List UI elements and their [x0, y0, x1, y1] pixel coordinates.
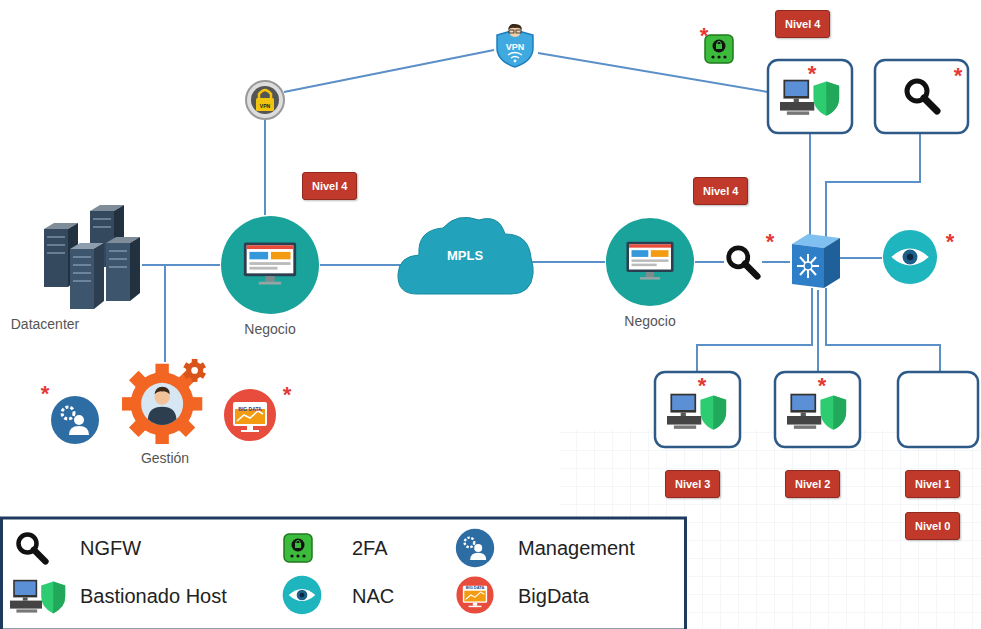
- network-link: [165, 265, 220, 362]
- asterisk: *: [283, 384, 292, 406]
- node-shape: [38, 205, 142, 310]
- node-shape: [122, 358, 208, 444]
- asterisk: *: [818, 375, 827, 397]
- level-text: Nivel 2: [795, 477, 830, 491]
- network-link: [320, 264, 403, 266]
- node-label: Datacenter: [11, 316, 79, 332]
- vpn-text: VPN: [506, 43, 525, 52]
- level-text: Nivel 4: [785, 17, 820, 31]
- datacenter-icon: Datacenter: [38, 205, 142, 310]
- legend-text: NAC: [352, 586, 394, 606]
- asterisk: *: [954, 65, 963, 87]
- legend-text: NGFW: [80, 538, 141, 558]
- asterisk: *: [766, 231, 775, 253]
- level-badge: Nivel 1: [905, 470, 960, 498]
- node-label: Negocio: [244, 321, 295, 337]
- business-circle: Negocio: [220, 215, 320, 315]
- legend-text: Management: [518, 538, 635, 558]
- asterisk: *: [808, 63, 817, 85]
- legend-text: BigData: [518, 586, 589, 606]
- bigdata-text: BIG DATA: [466, 586, 485, 590]
- level-badge: Nivel 4: [302, 172, 357, 200]
- level-text: Nivel 1: [915, 477, 950, 491]
- level-text: Nivel 3: [675, 477, 710, 491]
- bigdata-text: BIG DATA: [238, 407, 261, 412]
- icons: [51, 24, 937, 444]
- legend-box: [2, 518, 686, 629]
- mpls-cloud: MPLS: [395, 210, 535, 300]
- level-badge: Nivel 4: [775, 10, 830, 38]
- level-text: Nivel 0: [915, 519, 950, 533]
- business-circle: Negocio: [605, 217, 695, 307]
- asterisk: *: [41, 383, 50, 405]
- node-shape: [605, 217, 695, 307]
- node-label: MPLS: [395, 210, 535, 300]
- device-boxes: [655, 60, 978, 447]
- legend-text: 2FA: [352, 538, 388, 558]
- node-label: Negocio: [624, 313, 675, 329]
- node-label: Gestión: [141, 450, 189, 466]
- level-badge: Nivel 0: [905, 512, 960, 540]
- asterisk: *: [698, 375, 707, 397]
- level-text: Nivel 4: [703, 184, 738, 198]
- level-badge: Nivel 3: [665, 470, 720, 498]
- vpn-text: VPN: [260, 104, 270, 109]
- asterisk: *: [700, 25, 709, 47]
- management-gear: Gestión: [122, 358, 208, 444]
- legend-text: Bastionado Host: [80, 586, 227, 606]
- level-badge: Nivel 4: [693, 177, 748, 205]
- network-link: [529, 261, 605, 263]
- asterisk: *: [946, 231, 955, 253]
- network-wires: [265, 50, 940, 372]
- node-shape: [220, 215, 320, 315]
- level-text: Nivel 4: [312, 179, 347, 193]
- level-badge: Nivel 2: [785, 470, 840, 498]
